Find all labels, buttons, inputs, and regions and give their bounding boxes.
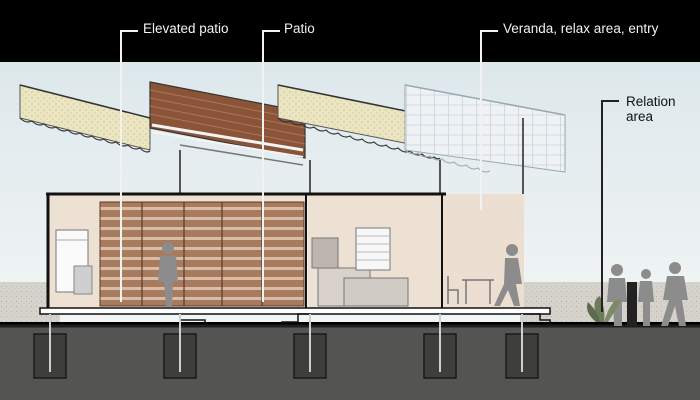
label-relation-area-line2: area <box>626 109 654 124</box>
label-relation-area: Relation area <box>626 94 696 124</box>
person-veranda <box>494 244 522 306</box>
label-relation-area-line1: Relation <box>626 94 676 109</box>
person-patio <box>158 242 178 306</box>
leader-relation-v <box>601 100 603 312</box>
label-patio: Patio <box>284 21 315 36</box>
leader-patio-v <box>262 30 264 302</box>
people <box>158 242 688 326</box>
veranda-furniture <box>447 276 494 304</box>
person-relation-3 <box>661 262 688 326</box>
person-relation-2 <box>638 269 654 326</box>
bathroom-detail <box>55 229 93 295</box>
ground <box>0 326 700 400</box>
roof-supports <box>179 118 524 194</box>
leader-patio-h <box>262 30 280 32</box>
leader-veranda-v <box>480 30 482 210</box>
floor-slab <box>39 307 551 328</box>
label-elevated-patio: Elevated patio <box>143 21 229 36</box>
leader-elevated-patio-h <box>120 30 138 32</box>
label-veranda: Veranda, relax area, entry <box>503 21 659 36</box>
roof-panel-wood <box>149 81 306 166</box>
header-band <box>0 0 700 62</box>
roof-panel-left <box>19 84 151 153</box>
kitchen-detail <box>311 227 409 307</box>
roof-panel-glass <box>404 84 566 173</box>
leader-elevated-patio-v <box>120 30 122 302</box>
relation-area-post <box>627 282 637 326</box>
leader-relation-h <box>601 100 619 102</box>
foundation-posts <box>49 314 523 372</box>
louver-wall <box>99 201 305 307</box>
leader-veranda-h <box>480 30 498 32</box>
